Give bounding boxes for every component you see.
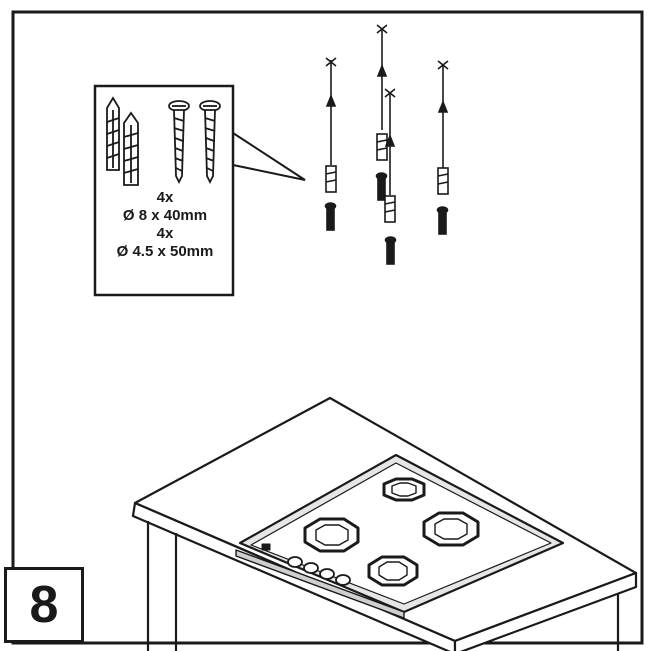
drill-marker bbox=[324, 57, 337, 231]
drill-marker bbox=[436, 60, 449, 235]
screw-icon bbox=[168, 100, 221, 185]
plug-size-label: Ø 8 x 40mm bbox=[122, 207, 208, 224]
diagram-frame bbox=[11, 10, 644, 645]
plug-count-label: 4x bbox=[156, 189, 174, 206]
screw-size-label: Ø 4.5 x 50mm bbox=[116, 243, 214, 260]
hob-icon bbox=[235, 453, 565, 619]
drill-markers bbox=[324, 24, 449, 265]
drill-marker bbox=[375, 24, 388, 201]
step-number-badge: 8 bbox=[4, 567, 84, 643]
drill-marker bbox=[384, 88, 397, 265]
wall-plug-icon bbox=[106, 96, 139, 186]
step-number: 8 bbox=[29, 576, 59, 634]
screw-count-label: 4x bbox=[156, 225, 174, 242]
